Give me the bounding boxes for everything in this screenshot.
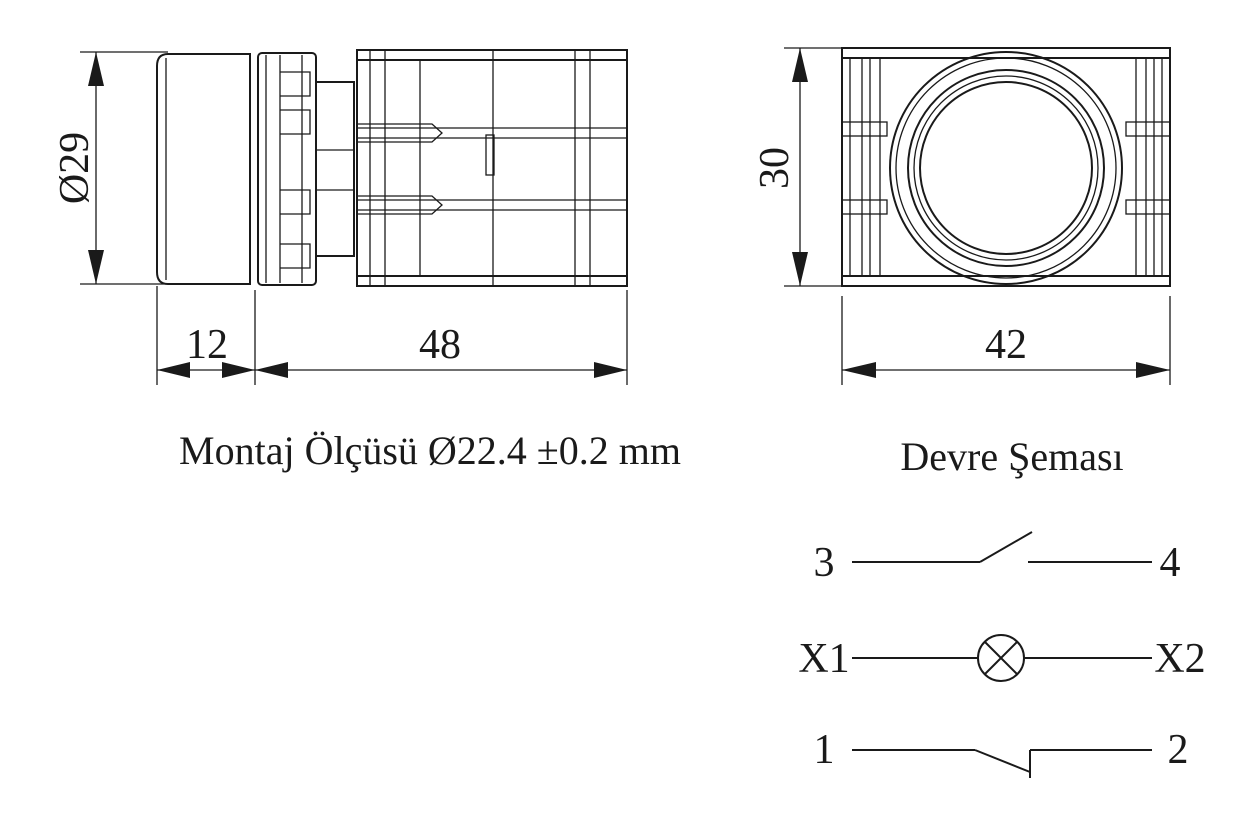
terminal-3-label: 3 <box>814 540 835 586</box>
dimension-width: 42 <box>841 296 1171 385</box>
mounting-caption: Montaj Ölçüsü Ø22.4 ±0.2 mm <box>179 428 681 473</box>
lamp-circuit: X1 X2 <box>798 634 1206 682</box>
button-face <box>919 81 1093 255</box>
button-cap <box>156 53 251 285</box>
terminal-2-label: 2 <box>1168 727 1189 773</box>
bezel-outer <box>889 51 1123 285</box>
width-label: 42 <box>985 322 1027 368</box>
dimension-diameter: Ø29 <box>52 51 168 285</box>
head-length-label: 12 <box>186 322 228 368</box>
front-view <box>841 47 1171 287</box>
dimension-lengths: 12 48 <box>156 286 628 385</box>
dimension-height: 30 <box>752 47 842 287</box>
contact-body <box>356 49 628 287</box>
side-view <box>156 49 628 287</box>
terminal-x1-label: X1 <box>798 636 849 682</box>
collar <box>257 52 317 286</box>
neck <box>315 81 355 257</box>
terminal-4-label: 4 <box>1160 540 1181 586</box>
circuit-caption: Devre Şeması <box>900 434 1123 479</box>
front-frame <box>841 47 1171 287</box>
nc-contact: 1 2 <box>814 727 1189 778</box>
terminal-1-label: 1 <box>814 727 835 773</box>
no-contact: 3 4 <box>814 531 1181 586</box>
terminal-x2-label: X2 <box>1154 636 1205 682</box>
height-label: 30 <box>752 147 798 189</box>
body-length-label: 48 <box>419 322 461 368</box>
diameter-label: Ø29 <box>52 132 98 204</box>
